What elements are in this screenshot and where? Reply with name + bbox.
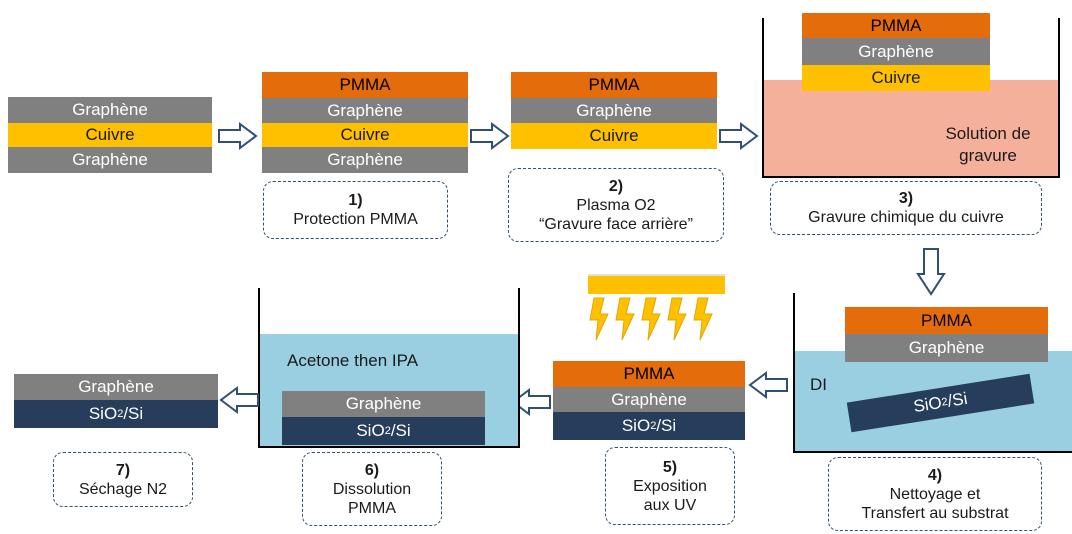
arrow-left-icon	[511, 388, 551, 416]
step2-line1: Plasma O2	[576, 196, 656, 214]
arrow-right-icon	[470, 122, 510, 150]
step5-caption: 5) Exposition aux UV	[605, 447, 735, 525]
stage5-pmma: PMMA	[553, 361, 745, 387]
step1-line1: Protection PMMA	[293, 211, 418, 228]
step4-number: 4)	[927, 466, 943, 484]
stage1-graphene-top: Graphène	[262, 98, 468, 123]
stage2-copper: Cuivre	[511, 123, 717, 149]
arrow-right-icon	[218, 122, 258, 150]
step3-number: 3)	[898, 190, 914, 207]
stage3-pmma: PMMA	[802, 13, 990, 38]
step6-line1: Dissolution	[332, 480, 412, 498]
etch-solution-label: Solution de gravure	[945, 124, 1031, 165]
step6-number: 6)	[364, 461, 380, 479]
step4-line2: Transfert au substrat	[861, 504, 1009, 522]
step6-line2: PMMA	[348, 499, 396, 517]
stage7-graphene: Graphène	[14, 374, 218, 400]
stage4-graphene: Graphène	[845, 334, 1048, 362]
arrow-left-icon	[748, 371, 788, 399]
step2-line2: “Gravure face arrière”	[539, 215, 693, 233]
step5-line2: aux UV	[643, 496, 697, 514]
step4-line1: Nettoyage et	[889, 485, 981, 503]
stage0-copper: Cuivre	[8, 123, 212, 147]
step1-number: 1)	[348, 192, 363, 209]
step4-caption: 4) Nettoyage et Transfert au substrat	[828, 457, 1042, 531]
stage1-graphene-bottom: Graphène	[262, 147, 468, 173]
uv-lightning-icon	[589, 297, 713, 341]
stage3-copper: Cuivre	[802, 65, 990, 91]
stage1-copper: Cuivre	[262, 123, 468, 147]
etch-solution	[764, 80, 1058, 176]
step2-caption: 2) Plasma O2 “Gravure face arrière”	[508, 168, 724, 242]
step5-line1: Exposition	[633, 477, 707, 495]
stage3-graphene: Graphène	[802, 38, 990, 65]
step5-number: 5)	[662, 458, 678, 476]
step7-caption: 7) Séchage N2	[53, 452, 193, 507]
step6-caption: 6) Dissolution PMMA	[302, 452, 442, 526]
stage0-graphene-top: Graphène	[8, 97, 212, 123]
arrow-down-icon	[916, 248, 946, 296]
stage1-pmma: PMMA	[262, 72, 468, 98]
step1-caption: 1) Protection PMMA	[263, 181, 448, 239]
step3-caption: 3) Gravure chimique du cuivre	[770, 181, 1042, 235]
stage2-graphene: Graphène	[511, 98, 717, 123]
etch-tank	[762, 18, 1060, 178]
step7-number: 7)	[115, 461, 131, 479]
step7-line1: Séchage N2	[78, 480, 168, 498]
stage6-graphene: Graphène	[282, 391, 485, 417]
arrow-left-icon	[219, 386, 259, 414]
step2-number: 2)	[608, 177, 624, 195]
stage2-pmma: PMMA	[511, 72, 717, 98]
acetone-label: Acetone then IPA	[287, 351, 419, 370]
step3-line1: Gravure chimique du cuivre	[808, 209, 1004, 226]
arrow-right-icon	[719, 122, 759, 150]
stage0-graphene-bottom: Graphène	[8, 147, 212, 173]
uv-lamp	[588, 274, 725, 294]
stage5-graphene: Graphène	[553, 387, 745, 412]
stage4-pmma: PMMA	[845, 307, 1048, 334]
di-label: DI	[810, 375, 827, 394]
